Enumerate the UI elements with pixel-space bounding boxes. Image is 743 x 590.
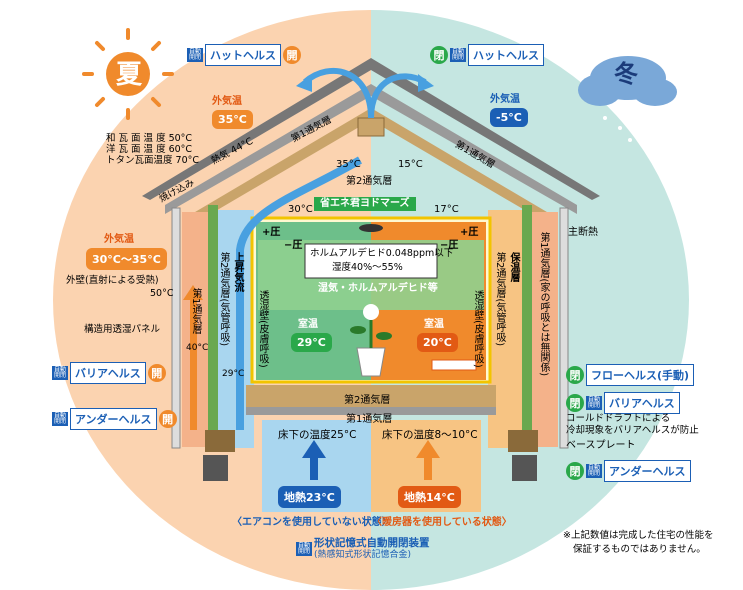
caption-left: 〈エアコンを使用していない状態〉 [232,517,392,528]
hat-health-label: ハットヘルス [205,44,281,66]
disclaimer-line-2: 保証するものではありません。 [573,544,706,555]
device-caption-line-1: 形状記憶式自動開閉装置 [314,537,430,549]
outer-wall-temp: 50°C [150,288,174,299]
auto-badge: 自動開閉 [586,464,602,478]
barrier-health-label: バリアヘルス [70,362,146,384]
moisture-band: 湿気・ホルムアルデヒド等 [318,283,438,294]
cold-draft-note-2: 冷却現象をバリアヘルスが防止 [566,425,699,436]
wall-outside-value: 30°C〜35°C [86,248,167,270]
auto-badge: 自動開閉 [52,412,68,426]
pressure-plus-right: +圧 [460,227,479,238]
summer-outside-label: 外気温 [212,96,242,107]
pressure-plus-left: +圧 [262,227,281,238]
attic-left-temp: 35°C [336,159,361,170]
room-right-label: 室温 [424,319,444,330]
ceiling-title: 省エネ君ヨドマーズ [314,197,416,211]
close-indicator: 閉 [566,394,584,412]
second-layer-left: 第2通気層(気管呼吸) [218,252,229,347]
barrier-health-label: バリアヘルス [604,392,680,414]
temp-40: 40°C [186,343,209,353]
formaldehyde-line-1: ホルムアルデヒド0.048ppm以下 [310,248,454,259]
outer-wall-note: 外壁(直射による受熱) [66,275,159,286]
pressure-minus-left: −圧 [284,240,303,251]
right-barrier-tag: 閉 自動開閉 バリアヘルス [566,392,680,414]
ground-right-temp: 地熱14°C [398,486,461,508]
roof-temp-western: 洋 瓦 面 温 度 60°C [106,144,193,155]
floor-layer-label: 第2通気層 [344,395,391,406]
summer-label: 夏 [116,60,143,90]
left-barrier-tag: 自動開閉 バリアヘルス 開 [52,362,166,384]
room-left-label: 室温 [298,319,318,330]
ceiling-right-temp: 17°C [434,204,459,215]
auto-badge: 自動開閉 [187,48,203,62]
open-indicator: 開 [158,410,177,428]
close-indicator: 閉 [566,366,584,384]
plant-icon [350,304,392,377]
insulation-label: 保温層 [508,252,519,282]
floor-right-temp: 床下の温度8〜10°C [382,429,478,441]
under-health-label: アンダーヘルス [604,460,691,482]
room-left-value: 29°C [291,333,332,352]
top-left-tag: 自動開閉 ハットヘルス 開 [187,44,301,66]
cloud-icon [578,56,677,142]
winter-outside-value: -5°C [490,108,528,127]
hat-health-label: ハットヘルス [468,44,544,66]
flow-health-label: フローヘルス(手動) [586,364,695,386]
caption-right: 〈暖房器を使用している状態〉 [372,517,512,528]
fan-icon [359,224,383,232]
attic-second-layer: 第2通気層 [346,176,393,187]
device-caption-line-2: (熱感知式形状記憶合金) [314,549,412,560]
under-health-label: アンダーヘルス [70,408,157,430]
winter-label: 冬 [614,60,638,88]
first-layer-left: 第1通気層 [190,288,201,335]
room-right-value: 20°C [417,333,458,352]
upflow-label: 上昇気流 [232,252,243,292]
panel-note: 構造用透湿パネル [84,324,161,335]
floor-left-temp: 床下の温度25°C [278,429,357,441]
auto-badge: 自動開閉 [450,48,466,62]
roof-temp-japanese: 和 瓦 面 温 度 50°C [106,133,193,144]
breathable-left: 透湿壁(皮膚呼吸) [257,290,268,368]
formaldehyde-line-2: 湿度40%〜55% [332,262,403,273]
open-indicator: 開 [283,46,301,64]
right-flow-tag: 閉 フローヘルス(手動) [566,364,695,386]
wall-outside-label: 外気温 [104,234,134,245]
disclaimer-line-1: ※上記数値は完成した住宅の性能を [563,530,714,541]
cold-draft-note-1: コールドドラフトによる [566,413,671,424]
base-plate-note: ベースプレート [566,440,636,451]
summer-outside-value: 35°C [212,110,253,129]
attic-right-temp: 15°C [398,159,423,170]
sun-icon [82,28,174,120]
roof-temp-tin: トタン瓦面温度 70°C [106,155,199,166]
auto-badge: 自動開閉 [52,366,68,380]
first-layer-right: 第1通気層(家の呼吸とは無関係) [538,232,549,377]
auto-badge: 自動開閉 [586,396,602,410]
main-insulation-note: 主断熱 [568,227,598,238]
device-caption: 自動開閉 形状記憶式自動開閉装置 (熱感知式形状記憶合金) [296,538,430,560]
temp-29: 29°C [222,369,245,379]
ceiling-left-temp: 30°C [288,204,313,215]
auto-badge: 自動開閉 [296,541,312,556]
close-indicator: 閉 [566,462,584,480]
subfloor-layer-label: 第1通気層 [346,414,393,425]
left-under-tag: 自動開閉 アンダーヘルス 開 [52,408,177,430]
ground-left-temp: 地熱23°C [278,486,341,508]
open-indicator: 開 [147,364,166,382]
second-layer-right: 第2通気層(気管呼吸) [494,252,505,347]
close-indicator: 閉 [430,46,448,64]
winter-outside-label: 外気温 [490,94,520,105]
right-under-tag: 閉 自動開閉 アンダーヘルス [566,460,691,482]
pressure-minus-right: −圧 [440,240,459,251]
breathable-right: 透湿壁(皮膚呼吸) [472,290,483,368]
top-right-tag: 閉 自動開閉 ハットヘルス [430,44,544,66]
